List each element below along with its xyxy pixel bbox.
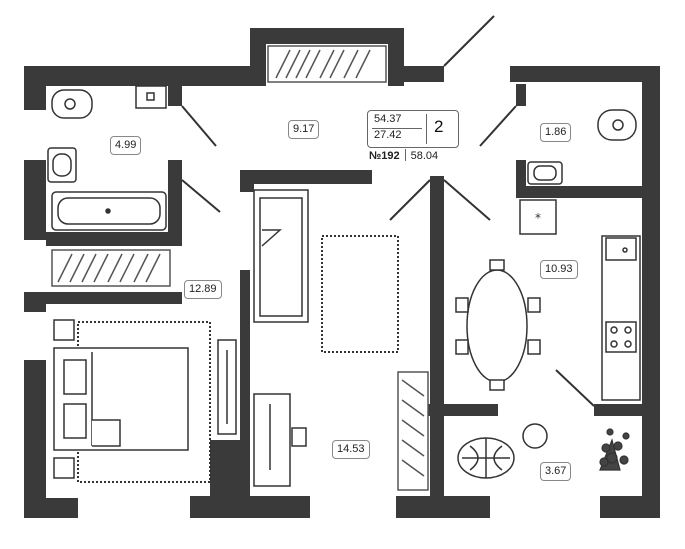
wardrobe-icon: [217, 339, 237, 435]
balloon-icon: [457, 437, 515, 479]
bunk-bed-icon: [253, 189, 309, 323]
divider: [426, 114, 427, 144]
apartment-number: №192: [369, 150, 400, 162]
bathtub-icon: [51, 191, 167, 231]
window-icon: [51, 45, 429, 491]
divider: [404, 149, 406, 161]
apartment-summary: 54.37 27.42 2: [367, 110, 459, 148]
sink-icon: [135, 85, 167, 109]
desk-icon: [253, 393, 307, 487]
room-area-balcony: 3.67: [540, 462, 572, 481]
room-area-wc: 1.86: [540, 123, 572, 142]
sink-icon: [605, 237, 637, 261]
room-area-kitchen: 10.93: [540, 260, 578, 279]
total-area-value: 58.04: [410, 150, 439, 162]
walls: [24, 28, 660, 518]
stove-icon: [605, 321, 637, 353]
apartment-id-line: №192 58.04: [369, 149, 438, 162]
sink-icon: [527, 161, 563, 185]
round-table: [522, 423, 548, 449]
svg-text:*: *: [535, 211, 541, 225]
plant-icon: [599, 428, 630, 471]
toilet-icon: [51, 89, 93, 119]
rug-icon: [321, 235, 399, 353]
room-area-hall: 9.17: [288, 120, 320, 139]
divider: [372, 128, 422, 129]
kitchen-area-value: 27.42: [374, 129, 402, 141]
room-count: 2: [434, 117, 444, 136]
bed-icon: [53, 319, 189, 479]
chair-icon: [455, 259, 541, 391]
living-area-value: 54.37: [374, 113, 402, 125]
room-area-bathroom: 4.99: [110, 136, 142, 155]
room-area-living: 14.53: [332, 440, 370, 459]
kitchen-counter: [601, 235, 641, 401]
room-area-bedroom: 12.89: [184, 280, 222, 299]
door-swing-icon: [181, 15, 595, 407]
sink-icon: [47, 147, 77, 183]
fridge-icon: *: [519, 199, 557, 235]
dining-table-icon: [466, 269, 528, 383]
toilet-icon: [597, 109, 637, 141]
